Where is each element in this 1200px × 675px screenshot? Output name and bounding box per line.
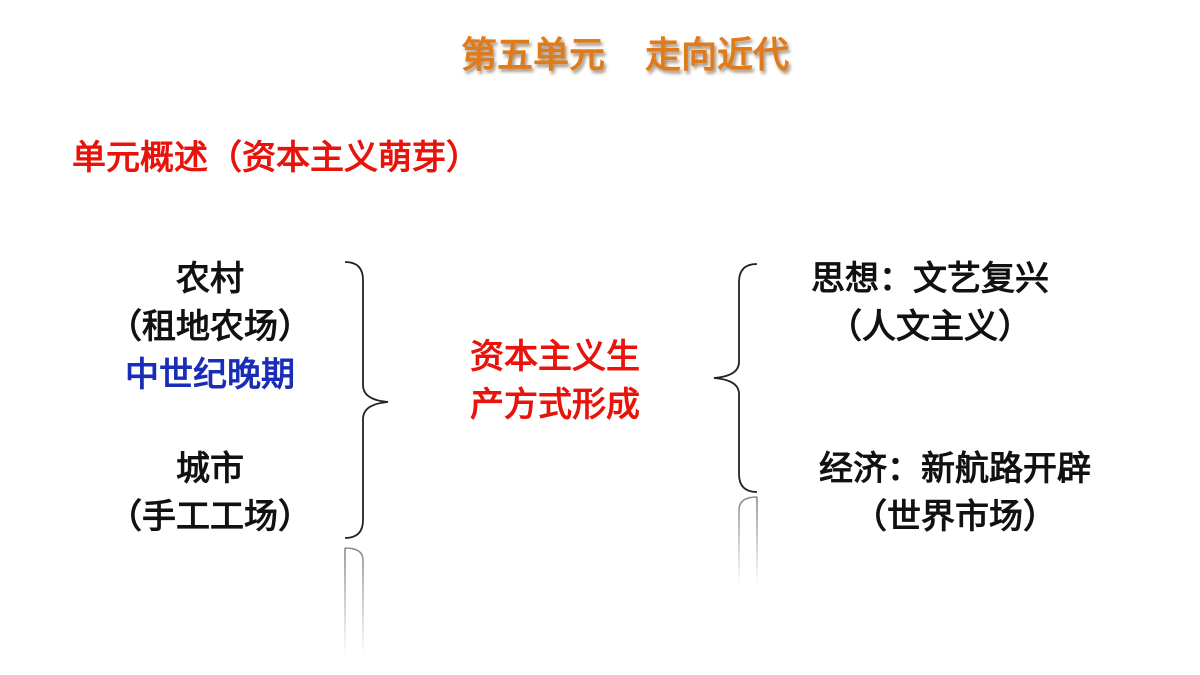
village-block: 农村 （租地农场） 中世纪晚期 xyxy=(90,255,330,399)
economy-detail: （世界市场） xyxy=(853,497,1057,537)
city-label: 城市 xyxy=(176,449,244,489)
economy-block: 经济：新航路开辟 （世界市场） xyxy=(775,445,1135,541)
center-block: 资本主义生 产方式形成 xyxy=(430,333,680,429)
thought-label: 思想：文艺复兴 xyxy=(811,259,1049,299)
thought-block: 思想：文艺复兴 （人文主义） xyxy=(770,255,1090,351)
center-line-2: 产方式形成 xyxy=(470,385,640,425)
section-heading: 单元概述（资本主义萌芽） xyxy=(72,138,480,178)
page-title: 第五单元走向近代 xyxy=(0,26,1200,78)
period-label: 中世纪晚期 xyxy=(125,355,295,395)
economy-label: 经济：新航路开辟 xyxy=(819,449,1091,489)
left-brace-reflection xyxy=(344,547,364,655)
right-brace xyxy=(713,263,758,493)
center-line-1: 资本主义生 xyxy=(470,337,640,377)
left-brace xyxy=(344,261,389,539)
village-detail: （租地农场） xyxy=(108,307,312,347)
right-brace-reflection xyxy=(738,496,758,585)
village-label: 农村 xyxy=(176,259,244,299)
thought-detail: （人文主义） xyxy=(828,307,1032,347)
title-topic: 走向近代 xyxy=(645,35,790,76)
title-unit: 第五单元 xyxy=(460,35,605,76)
city-block: 城市 （手工工场） xyxy=(90,445,330,541)
city-detail: （手工工场） xyxy=(108,497,312,537)
